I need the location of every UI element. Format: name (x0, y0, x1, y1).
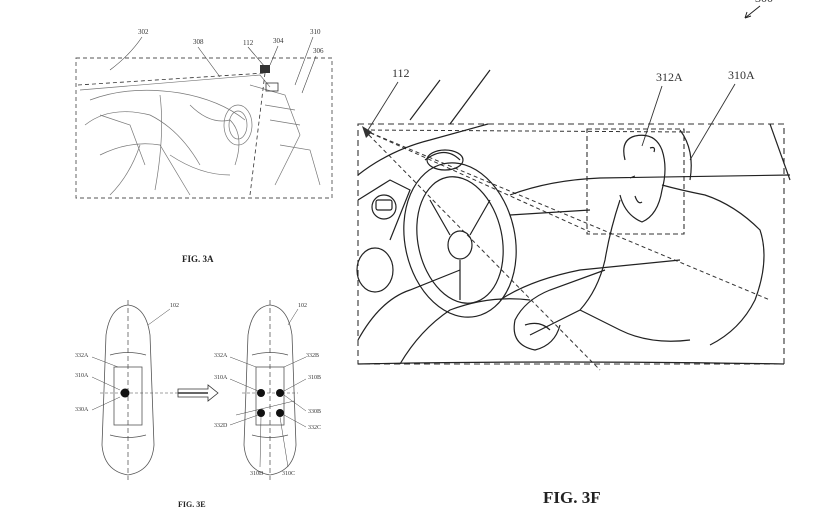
ref-330b: 330B (308, 409, 321, 415)
ref-332a-right: 332A (214, 353, 228, 359)
ref-112: 112 (243, 39, 254, 47)
ref-302: 302 (138, 28, 149, 36)
figure-3e-drawing: 102 332A 310A 330A 102 332A 332B 310A 31… (75, 300, 321, 480)
figure-3f-drawing: 300 112 312A 310A (356, 0, 791, 371)
ref-332b: 332B (306, 353, 319, 359)
ref-330a-left: 330A (75, 407, 89, 413)
ref-304: 304 (273, 37, 284, 45)
figure-3a-caption: FIG. 3A (182, 254, 214, 264)
ref-112: 112 (392, 66, 410, 80)
ref-310d: 310D (250, 471, 264, 477)
ref-332a-left: 332A (75, 353, 89, 359)
figure-3f-caption: FIG. 3F (543, 488, 601, 507)
ref-310a-right: 310A (214, 375, 228, 381)
figure-3e-caption: FIG. 3E (178, 500, 206, 509)
ref-310a-left: 310A (75, 373, 89, 379)
ref-102-left: 102 (170, 303, 179, 309)
ref-310b: 310B (308, 375, 321, 381)
ref-310c: 310C (282, 471, 295, 477)
ref-308: 308 (193, 38, 204, 46)
figure-3a-drawing: 302 308 112 304 310 306 (75, 28, 333, 199)
ref-332d: 332D (214, 423, 228, 429)
ref-300: 300 (755, 0, 773, 5)
ref-310: 310 (310, 28, 321, 36)
ref-310a: 310A (728, 68, 755, 82)
ref-312a: 312A (656, 70, 683, 84)
ref-332c: 332C (308, 425, 321, 431)
ref-102-right: 102 (298, 303, 307, 309)
ref-306: 306 (313, 47, 324, 55)
